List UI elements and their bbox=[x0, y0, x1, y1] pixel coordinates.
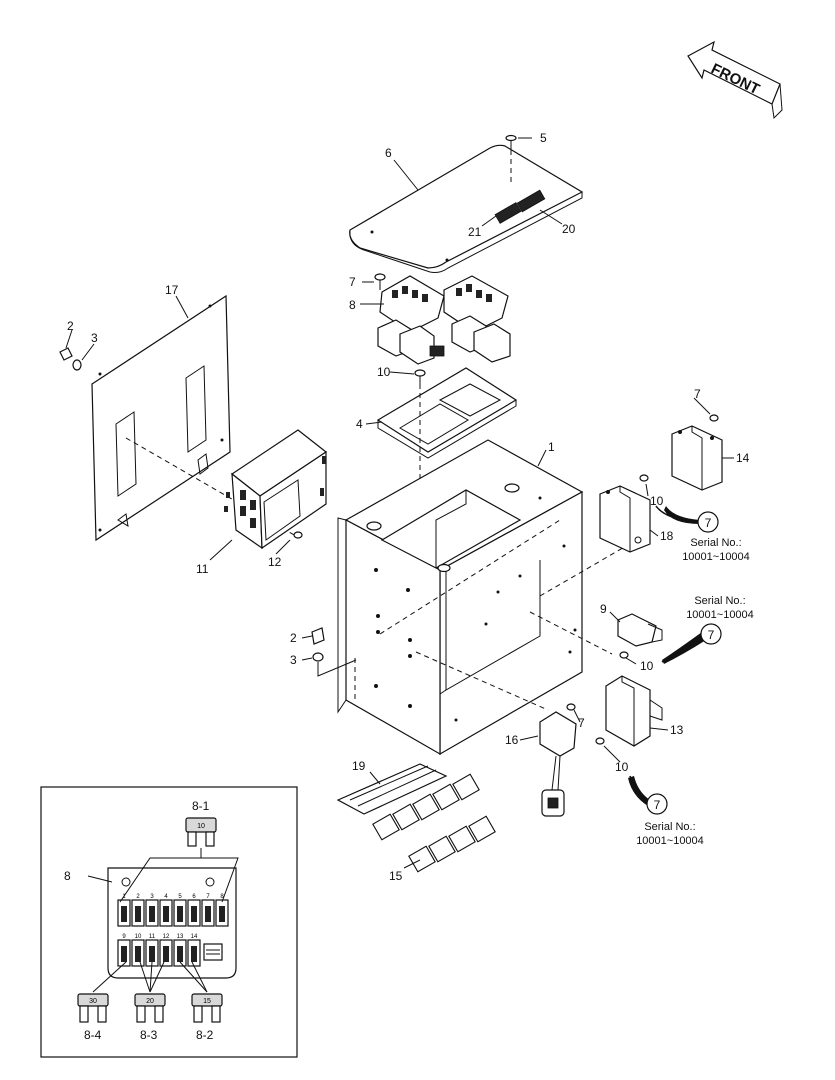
part-label-2: 2 bbox=[290, 631, 297, 645]
serial-title: Serial No.: bbox=[644, 821, 695, 833]
relays-15 bbox=[372, 773, 496, 873]
fuse-8-2: 15 bbox=[191, 993, 223, 1023]
part-label-2: 2 bbox=[67, 319, 74, 333]
screw-5 bbox=[505, 134, 517, 186]
relay-9 bbox=[617, 613, 663, 659]
part-label-7: 7 bbox=[578, 716, 585, 730]
reference-circle-1: 7 bbox=[697, 511, 719, 533]
part-label-21: 21 bbox=[468, 225, 482, 239]
part-label-3: 3 bbox=[290, 653, 297, 667]
part-label-10: 10 bbox=[650, 494, 664, 508]
slot-number: 12 bbox=[163, 934, 170, 940]
serial-range: 10001~10004 bbox=[686, 609, 754, 621]
part-label-11: 11 bbox=[196, 562, 209, 576]
slot-number: 1 bbox=[122, 894, 126, 900]
slot-number: 13 bbox=[177, 934, 184, 940]
serial-note-1: Serial No.: 10001~10004 bbox=[682, 537, 750, 563]
serial-note-3: Serial No.: 10001~10004 bbox=[636, 821, 704, 847]
fuse-8-1: 10 bbox=[185, 817, 217, 847]
part-label-14: 14 bbox=[736, 451, 750, 465]
slot-numbers: 1 2 3 4 5 6 7 8 9 10 11 12 13 14 bbox=[122, 894, 224, 940]
part-label-10: 10 bbox=[615, 760, 629, 774]
part-labels: 5 6 20 21 7 8 10 4 1 7 14 10 18 17 2 3 1… bbox=[67, 131, 750, 883]
part-label-12: 12 bbox=[268, 555, 282, 569]
controller-11 bbox=[224, 429, 328, 550]
reference-number: 7 bbox=[708, 628, 715, 642]
serial-range: 10001~10004 bbox=[636, 835, 704, 847]
inset-label-8: 8 bbox=[64, 869, 71, 883]
front-arrow-icon: FRONT bbox=[687, 40, 783, 120]
reference-circle-2: 7 bbox=[700, 623, 722, 645]
module-14 bbox=[671, 414, 723, 491]
part-label-7: 7 bbox=[694, 387, 701, 401]
fuse-label-8-3: 8-3 bbox=[140, 1028, 158, 1042]
top-cover bbox=[349, 144, 584, 273]
part-label-5: 5 bbox=[540, 131, 547, 145]
slot-number: 3 bbox=[150, 894, 154, 900]
part-label-10: 10 bbox=[377, 365, 391, 379]
part-label-8: 8 bbox=[349, 298, 356, 312]
fuse-box-assembly bbox=[377, 275, 511, 365]
part-label-9: 9 bbox=[600, 602, 607, 616]
slot-number: 5 bbox=[178, 894, 182, 900]
slot-number: 4 bbox=[164, 894, 168, 900]
part-label-15: 15 bbox=[389, 869, 403, 883]
fuse-8-4: 30 bbox=[77, 993, 109, 1023]
fuse-slots-top bbox=[117, 899, 229, 927]
fuse-inset-box: 1 2 3 4 5 6 7 8 9 10 11 12 13 14 10 30 bbox=[40, 786, 298, 1058]
slot-number: 14 bbox=[191, 934, 198, 940]
fuse-rating: 20 bbox=[146, 998, 154, 1005]
screw-12 bbox=[293, 531, 303, 539]
part-label-19: 19 bbox=[352, 759, 366, 773]
label-strip-19 bbox=[336, 763, 448, 815]
reference-circle-3: 7 bbox=[646, 793, 668, 815]
part-label-1: 1 bbox=[548, 440, 555, 454]
part-label-13: 13 bbox=[670, 723, 684, 737]
bolt-2-upper bbox=[59, 347, 82, 371]
fuse-8-3: 20 bbox=[134, 993, 166, 1023]
fuse-label-8-4: 8-4 bbox=[84, 1028, 102, 1042]
part-label-4: 4 bbox=[356, 417, 363, 431]
part-label-16: 16 bbox=[505, 733, 519, 747]
part-label-6: 6 bbox=[385, 146, 392, 160]
bracket-4 bbox=[376, 367, 518, 459]
reference-number: 7 bbox=[705, 516, 712, 530]
module-18 bbox=[599, 474, 651, 553]
part-label-17: 17 bbox=[165, 283, 179, 297]
leader-lines bbox=[65, 137, 734, 869]
slot-number: 9 bbox=[122, 934, 126, 940]
part-label-20: 20 bbox=[562, 222, 576, 236]
slot-number: 6 bbox=[192, 894, 196, 900]
reference-number: 7 bbox=[654, 798, 661, 812]
serial-note-2: Serial No.: 10001~10004 bbox=[686, 595, 754, 621]
serial-range: 10001~10004 bbox=[682, 551, 750, 563]
fuse-label-8-1: 8-1 bbox=[192, 799, 210, 813]
reference-arrows bbox=[628, 505, 706, 806]
fuse-label-8-2: 8-2 bbox=[196, 1028, 214, 1042]
fuse-slots-bottom bbox=[117, 939, 223, 967]
screw-7-top bbox=[374, 273, 386, 290]
slot-number: 10 bbox=[135, 934, 142, 940]
module-13 bbox=[595, 675, 663, 747]
part-label-18: 18 bbox=[660, 529, 674, 543]
sensor-16 bbox=[539, 703, 577, 817]
slot-number: 7 bbox=[206, 894, 210, 900]
fuse-rating: 15 bbox=[203, 998, 211, 1005]
part-label-3: 3 bbox=[91, 331, 98, 345]
part-label-10: 10 bbox=[640, 659, 654, 673]
bolt-2-lower bbox=[311, 627, 357, 677]
fuse-rating: 10 bbox=[197, 823, 205, 830]
serial-title: Serial No.: bbox=[690, 537, 741, 549]
main-box-1 bbox=[337, 439, 641, 756]
slot-number: 8 bbox=[220, 894, 224, 900]
fuse-rating: 30 bbox=[89, 998, 97, 1005]
part-label-7: 7 bbox=[349, 275, 356, 289]
slot-number: 11 bbox=[149, 934, 156, 940]
slot-number: 2 bbox=[136, 894, 140, 900]
serial-title: Serial No.: bbox=[694, 595, 745, 607]
